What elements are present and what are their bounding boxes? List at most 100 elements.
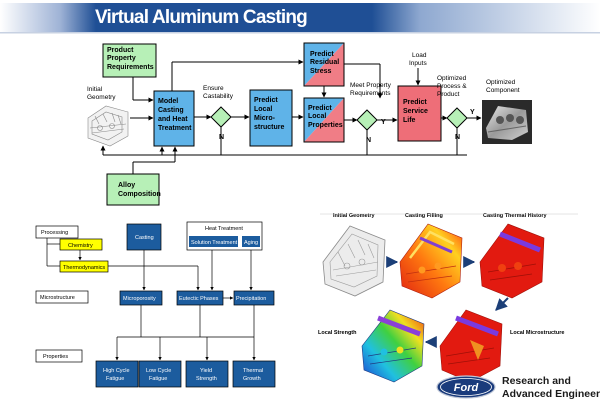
predict-micro-text-2: Local bbox=[254, 106, 272, 113]
properties-text-3: Properties bbox=[308, 122, 343, 129]
model-casting-text-2: Casting bbox=[158, 107, 184, 114]
properties-label-box bbox=[35, 349, 83, 363]
product-requirements-text-2: Property bbox=[107, 55, 136, 62]
optimized-process-text-3: Product bbox=[437, 91, 460, 98]
sim-casting-filling-label: Casting Filling bbox=[405, 213, 443, 219]
product-requirements-box bbox=[102, 43, 157, 78]
processing-label: Processing bbox=[41, 230, 68, 236]
ford-logo-text: Ford bbox=[454, 382, 479, 394]
residual-text-2: Residual bbox=[310, 59, 339, 66]
castability-no-label: N bbox=[219, 134, 224, 141]
ford-logo: Ford bbox=[436, 375, 496, 399]
predict-micro-text-1: Predict bbox=[254, 97, 278, 104]
load-inputs-text-2: Inputs bbox=[409, 60, 427, 67]
initial-geometry-label: Initial bbox=[87, 86, 103, 93]
title-banner bbox=[0, 3, 600, 34]
chemistry-label: Chemistry bbox=[68, 243, 93, 249]
model-casting-text-4: Treatment bbox=[158, 125, 192, 132]
model-casting-text-1: Model bbox=[158, 98, 178, 105]
aging-label: Aging bbox=[244, 240, 258, 246]
optimized-no-label: N bbox=[455, 134, 460, 141]
sim-thermal-history-image bbox=[479, 223, 545, 299]
properties-pink bbox=[304, 98, 344, 142]
model-casting-text-3: and Heat bbox=[158, 116, 188, 123]
optimized-process-text-2: Process & bbox=[437, 83, 467, 90]
residual-stress-pink bbox=[304, 43, 344, 86]
service-text-3: Life bbox=[403, 117, 416, 124]
predict-micro-text-4: structure bbox=[254, 124, 284, 131]
castability-decision-diamond bbox=[210, 106, 232, 128]
requirements-decision-diamond bbox=[356, 109, 378, 131]
microstructure-label: Microstructure bbox=[40, 295, 75, 301]
hcf-text-1: High Cycle bbox=[103, 368, 130, 374]
predict-microstructure-box bbox=[249, 89, 293, 147]
residual-text-3: Stress bbox=[310, 68, 332, 75]
brand-line-2: Advanced Engineering bbox=[502, 388, 600, 400]
solution-treatment-box bbox=[189, 236, 238, 247]
eutectic-phases-label: Eutectic Phases bbox=[179, 296, 219, 302]
residual-text-1: Predict bbox=[310, 51, 334, 58]
yield-strength-box bbox=[185, 360, 229, 388]
sim-initial-geometry-label: Initial Geometry bbox=[333, 213, 376, 219]
sim-local-strength-image bbox=[361, 309, 425, 383]
ensure-castability-text-1: Ensure bbox=[203, 85, 224, 92]
optimized-component-text-1: Optimized bbox=[486, 79, 516, 86]
alloy-composition-box bbox=[106, 173, 160, 206]
sim-thermal-history-label: Casting Thermal History bbox=[483, 213, 548, 219]
optimized-yes-label: Y bbox=[470, 109, 475, 116]
sim-local-microstructure-label: Local Microstructure bbox=[510, 330, 564, 336]
predict-service-life-box bbox=[397, 85, 442, 142]
microstructure-box bbox=[35, 290, 89, 304]
optimized-process-text-1: Optimized bbox=[437, 75, 467, 82]
low-cycle-fatigue-box bbox=[138, 360, 182, 388]
ensure-castability-text-2: Castability bbox=[203, 93, 234, 100]
heat-treatment-label: Heat Treatment bbox=[205, 226, 243, 232]
thermal-text-1: Thermal bbox=[243, 368, 263, 374]
alloy-text-2: Composition bbox=[118, 191, 161, 198]
engine-wireframe-icon bbox=[87, 105, 129, 147]
processing-box bbox=[35, 225, 79, 239]
optimized-engine-block-icon bbox=[482, 100, 532, 144]
predict-micro-text-3: Micro- bbox=[254, 115, 276, 122]
thermodynamics-label: Thermodynamics bbox=[63, 265, 105, 271]
requirements-yes-label: Y bbox=[381, 119, 386, 126]
precipitation-label: Precipitation bbox=[236, 296, 266, 302]
solution-treatment-label: Solution Treatment bbox=[191, 240, 238, 246]
yield-text-2: Strength bbox=[196, 376, 217, 382]
meet-requirements-text-2: Requirements bbox=[350, 90, 391, 97]
chemistry-box bbox=[59, 238, 103, 251]
casting-label: Casting bbox=[135, 235, 154, 241]
thermodynamics-box bbox=[59, 260, 109, 273]
product-requirements-text-1: Product bbox=[107, 47, 134, 54]
page-title: Virtual Aluminum Casting bbox=[95, 7, 308, 28]
alloy-text-1: Alloy bbox=[118, 182, 135, 189]
initial-geometry-label-2: Geometry bbox=[87, 94, 116, 101]
sim-local-microstructure-image bbox=[439, 309, 503, 383]
sim-initial-geometry-image bbox=[322, 225, 386, 297]
casting-box bbox=[126, 223, 162, 251]
thermal-text-2: Growth bbox=[243, 376, 261, 382]
properties-label: Properties bbox=[43, 354, 68, 360]
product-requirements-text-3: Requirements bbox=[107, 64, 154, 71]
hcf-text-2: Fatigue bbox=[106, 376, 124, 382]
aging-box bbox=[242, 236, 260, 247]
properties-text-1: Predict bbox=[308, 105, 332, 112]
sim-arrow-3 bbox=[495, 297, 509, 311]
lcf-text-2: Fatigue bbox=[149, 376, 167, 382]
optimized-component-text-2: Component bbox=[486, 87, 520, 94]
requirements-no-label: N bbox=[366, 137, 371, 144]
meet-requirements-text-1: Meet Property bbox=[350, 82, 392, 89]
high-cycle-fatigue-box bbox=[95, 360, 139, 388]
yield-text-1: Yield bbox=[200, 368, 212, 374]
service-text-2: Service bbox=[403, 108, 428, 115]
properties-text-2: Local bbox=[308, 113, 326, 120]
thermal-growth-box bbox=[232, 360, 276, 388]
brand-line-1: Research and bbox=[502, 375, 571, 387]
optimized-decision-diamond bbox=[446, 107, 468, 129]
service-text-1: Predict bbox=[403, 99, 427, 106]
sim-casting-filling-image bbox=[399, 223, 463, 299]
model-casting-box bbox=[153, 90, 195, 147]
microporosity-label: Microporosity bbox=[123, 296, 156, 302]
sim-local-strength-label: Local Strength bbox=[318, 330, 357, 336]
